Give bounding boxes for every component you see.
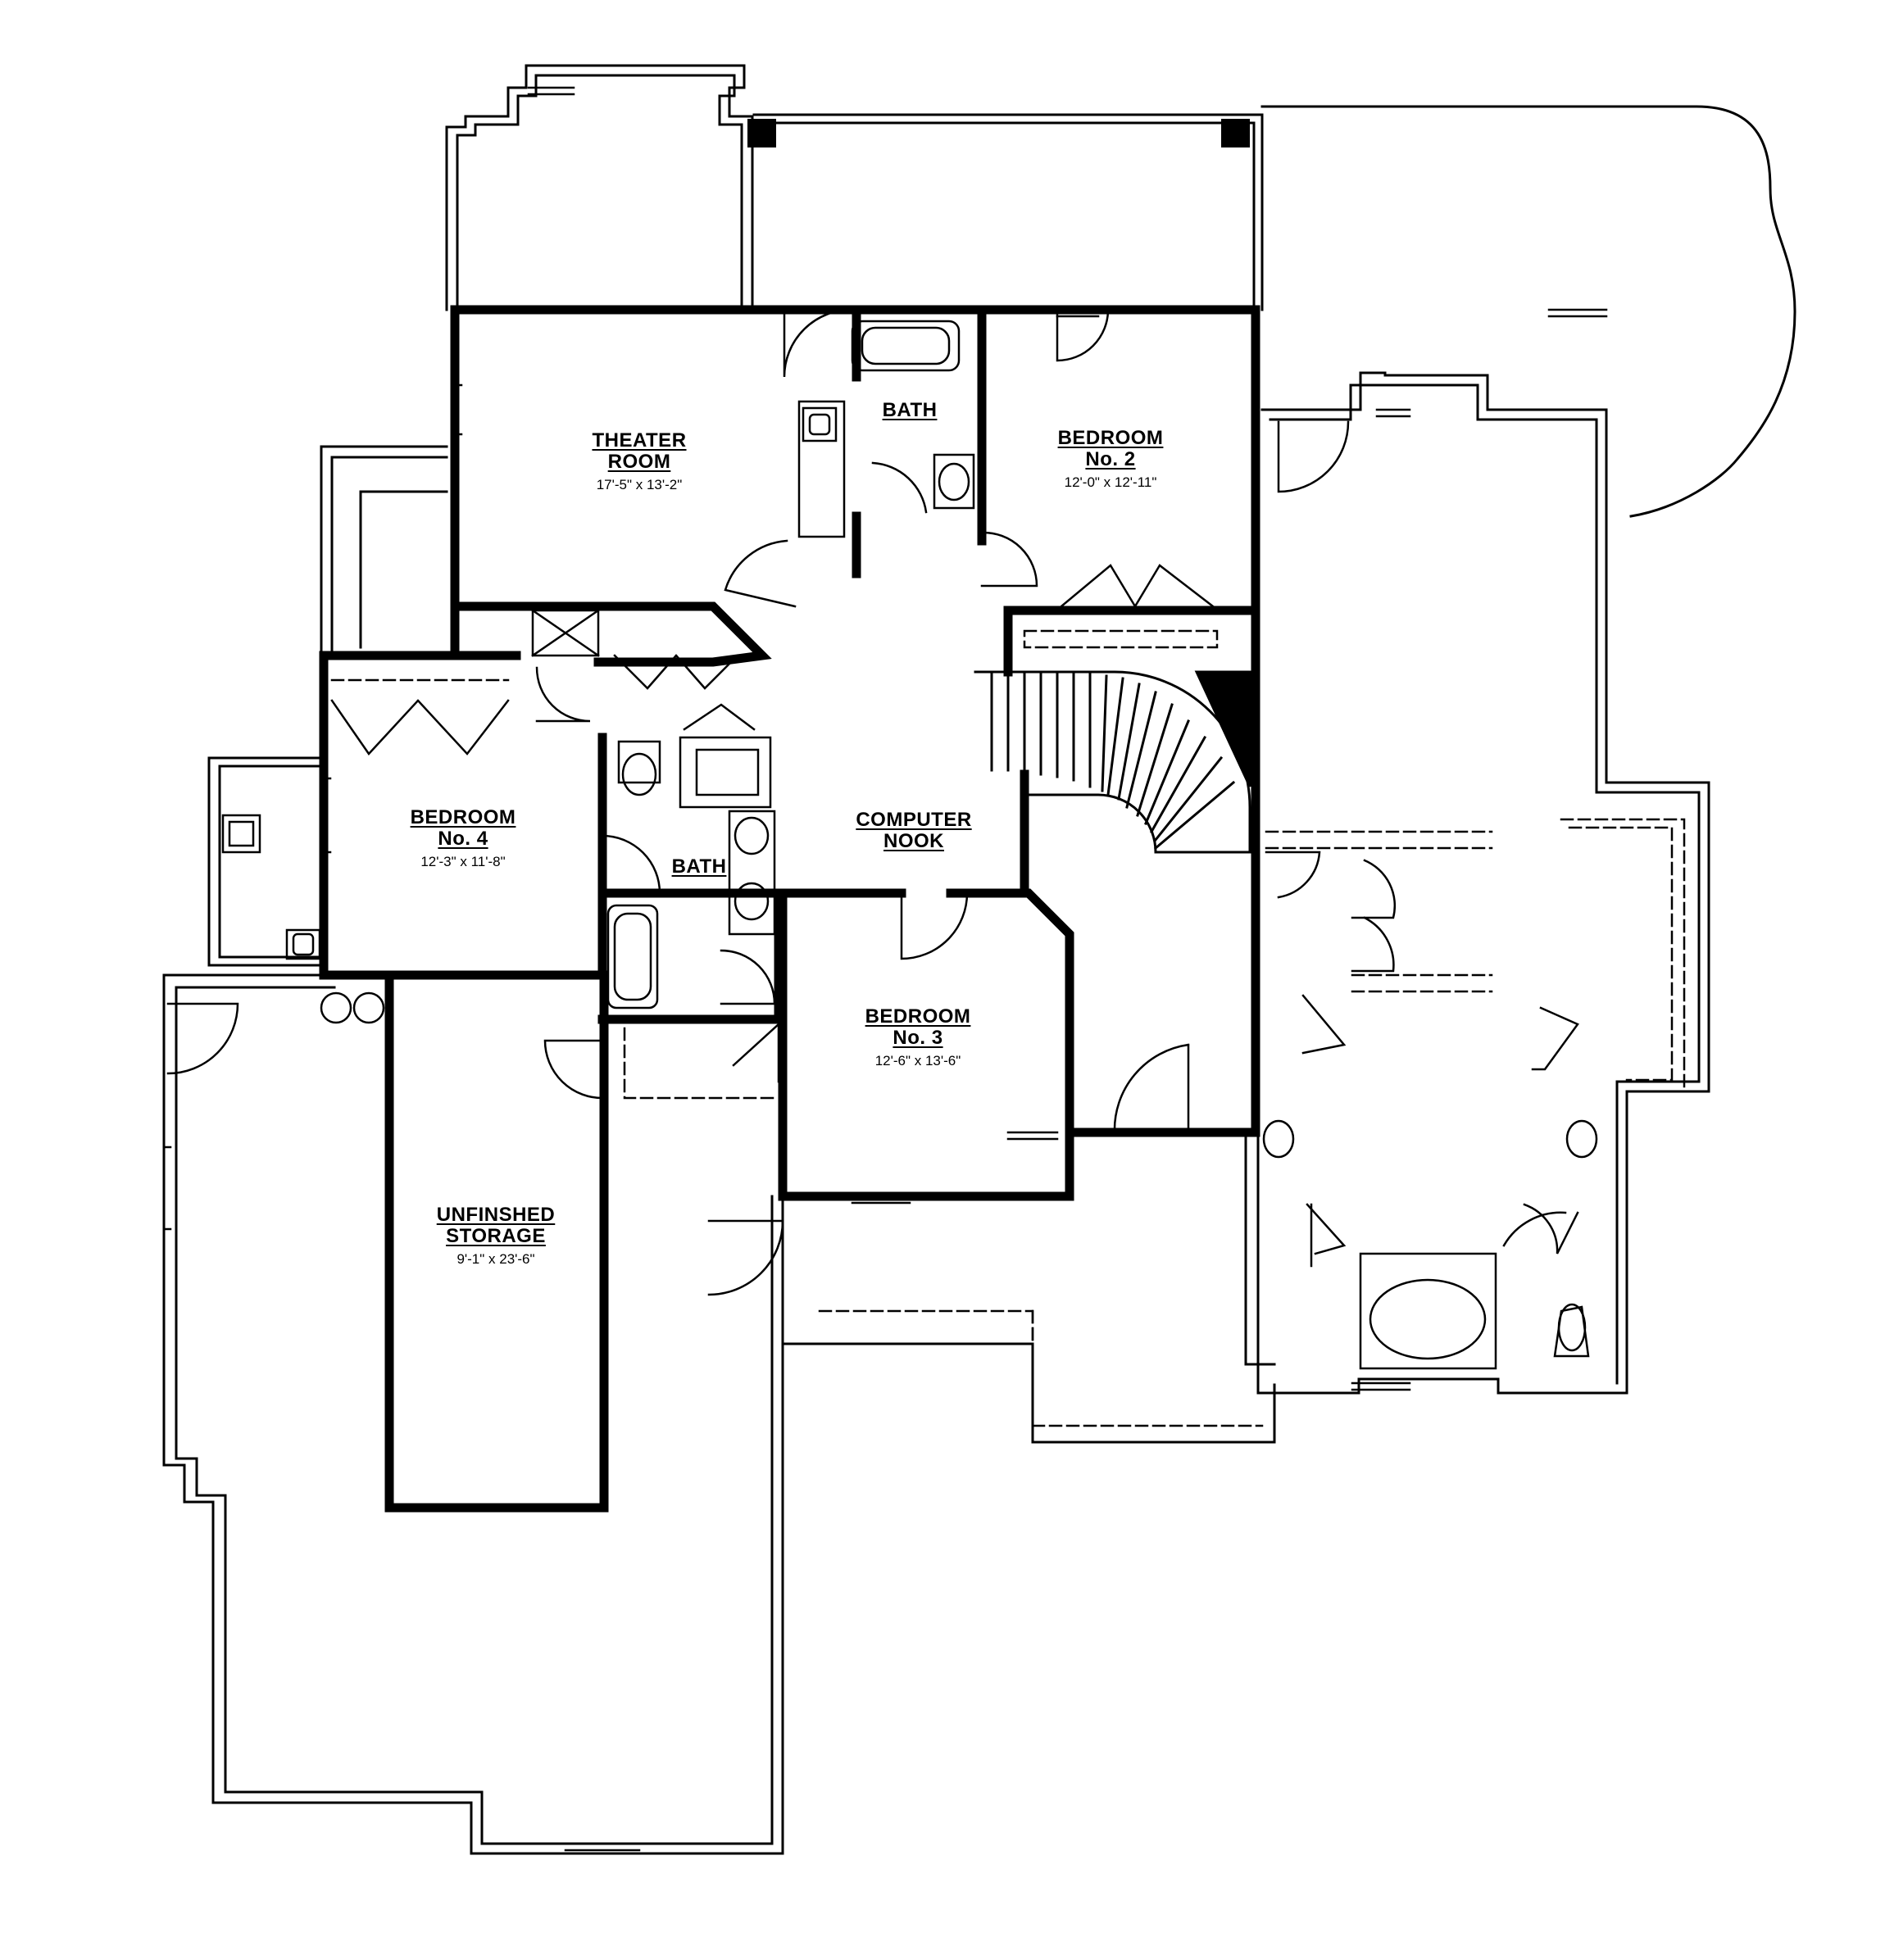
storage-name-2: STORAGE <box>446 1225 546 1247</box>
computer-nook-name-1: COMPUTER <box>856 809 972 831</box>
fixtures <box>221 320 1598 1370</box>
theater-room-dims: 17'-5" x 13'-2" <box>596 477 683 492</box>
bath-lower-label: BATH <box>672 856 727 878</box>
bath-upper-label: BATH <box>883 400 938 421</box>
bedroom-2-name-1: BEDROOM <box>1057 427 1164 449</box>
bedroom-4-name-2: No. 4 <box>438 828 488 850</box>
windows <box>162 86 1608 1852</box>
theater-room-name-2: ROOM <box>607 451 671 473</box>
bedroom-3-name-1: BEDROOM <box>865 1005 971 1028</box>
bedroom-3-name-2: No. 3 <box>893 1027 943 1049</box>
exterior-walls <box>162 64 1796 1855</box>
bath-lower-name: BATH <box>671 855 727 878</box>
bedroom-4-name-1: BEDROOM <box>410 806 516 828</box>
bedroom-4-dims: 12'-3" x 11'-8" <box>420 854 506 869</box>
bath-upper-name: BATH <box>882 399 938 421</box>
dashed-lines <box>330 629 1686 1427</box>
door-swings <box>166 308 1579 1296</box>
theater-room-name-1: THEATER <box>592 429 687 451</box>
bedroom-3-dims: 12'-6" x 13'-6" <box>874 1053 961 1068</box>
storage-name-1: UNFINSHED <box>436 1204 556 1226</box>
computer-nook-name-2: NOOK <box>883 830 944 852</box>
bedroom-2-dims: 12'-0" x 12'-11" <box>1064 474 1157 490</box>
columns <box>747 119 1250 147</box>
interior-walls <box>319 305 1260 1513</box>
curved-stair <box>974 670 1251 854</box>
storage-dims: 9'-1" x 23'-6" <box>456 1251 535 1267</box>
bedroom-2-name-2: No. 2 <box>1085 448 1136 470</box>
